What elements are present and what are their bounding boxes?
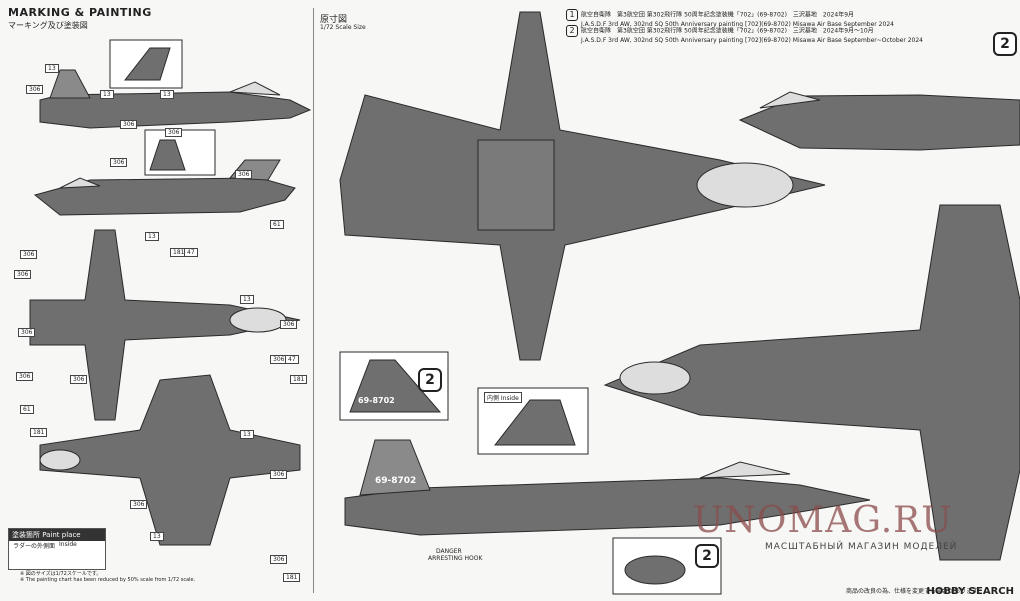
callout-1: 306 (26, 85, 44, 94)
callout-4: 306 (120, 120, 138, 129)
option-badge-1: 2 (993, 32, 1017, 56)
caption-2-en: J.A.S.D.F 3rd AW, 302nd SQ 50th Annivers… (581, 37, 923, 44)
callout-28: 306 (110, 158, 128, 167)
callout-2: 13 (45, 64, 59, 73)
scale-title: 原寸図 (320, 15, 348, 25)
callout-23: 306 (130, 500, 148, 509)
option-badge-2: 2 (418, 368, 442, 392)
top-view-left (29, 229, 301, 421)
callout-24: 13 (150, 532, 164, 541)
callout-26: 181 (283, 573, 301, 582)
inside-tag: 内側 Inside (484, 392, 522, 403)
caption-1-en: J.A.S.D.F 3rd AW, 302nd SQ 50th Annivers… (581, 21, 894, 28)
hook-warning-2: ARRESTING HOOK (428, 555, 483, 562)
callout-12: 306 (18, 328, 36, 337)
right-inset (612, 537, 722, 595)
callout-10: 306 (280, 320, 298, 329)
scale-subtitle: 1/72 Scale Size (320, 24, 366, 31)
callout-19: 306 (70, 375, 88, 384)
callout-8: 306 (20, 250, 38, 259)
callout-22: 181 (290, 375, 308, 384)
hook-warning-1: DANGER (436, 548, 462, 555)
paint-place-header: 塗装箇所 Paint place (9, 529, 105, 541)
bottom-view-right (603, 204, 1020, 561)
paint-place-legend: 塗装箇所 Paint place ラダーの外側面 Inside (8, 528, 106, 570)
footnote-jp: ※ 図のサイズは1/72スケールです。 (20, 571, 102, 577)
callout-7: 61 (270, 220, 284, 229)
footnote-en: ※ The painting chart has been reduced by… (20, 577, 196, 583)
page-title: MARKING & PAINTING (8, 6, 152, 19)
callout-5: 306 (165, 128, 183, 137)
top-view-center (339, 11, 826, 361)
watermark-subtitle: МАСШТАБНЫЙ МАГАЗИН МОДЕЛЕЙ (765, 542, 958, 552)
callout-3: 13 (100, 90, 114, 99)
side-view-2 (33, 159, 296, 216)
callout-9: 13 (240, 295, 254, 304)
tail-inset-2 (144, 129, 216, 176)
footer-note: 商品の改良の為、仕様を変更する場合があります。 (846, 588, 984, 595)
tail-inset-1 (109, 39, 183, 89)
caption-1-jp: 航空自衛隊 第3航空団 第302飛行隊 50周年記念塗装機「702」(69-87… (581, 11, 855, 19)
callout-11: 306 (14, 270, 32, 279)
side-view-1 (39, 69, 312, 129)
callout-27: 13 (160, 90, 174, 99)
footer-brand: HOBBY SEARCH (926, 586, 1014, 597)
option-badge-3: 2 (695, 544, 719, 568)
callout-29: 13 (145, 232, 159, 241)
side-view-right (738, 91, 1020, 151)
callout-18: 61 (20, 405, 34, 414)
callout-21: 47 (285, 355, 299, 364)
tail-number-label: 69-8702 (375, 476, 417, 486)
callout-6: 306 (235, 170, 253, 179)
caption-2-jp: 航空自衛隊 第3航空団 第302飛行隊 50周年記念塗装機「702」(69-87… (581, 27, 874, 35)
side-view-center (344, 439, 871, 536)
callout-17: 306 (270, 470, 288, 479)
bottom-view-left (39, 374, 301, 546)
page-subtitle: マーキング及び塗装図 (8, 21, 88, 30)
section-divider (313, 8, 314, 593)
paint-place-note-en: Inside (59, 541, 77, 548)
callout-15: 47 (184, 248, 198, 257)
watermark-logo: UNOMAG.RU (693, 500, 953, 541)
paint-place-note-jp: ラダーの外側面 (13, 543, 56, 550)
callout-30: 181 (30, 428, 48, 437)
callout-16: 13 (240, 430, 254, 439)
callout-13: 306 (16, 372, 34, 381)
tail-number-inset: 69-8702 (358, 396, 395, 405)
callout-25: 306 (270, 555, 288, 564)
